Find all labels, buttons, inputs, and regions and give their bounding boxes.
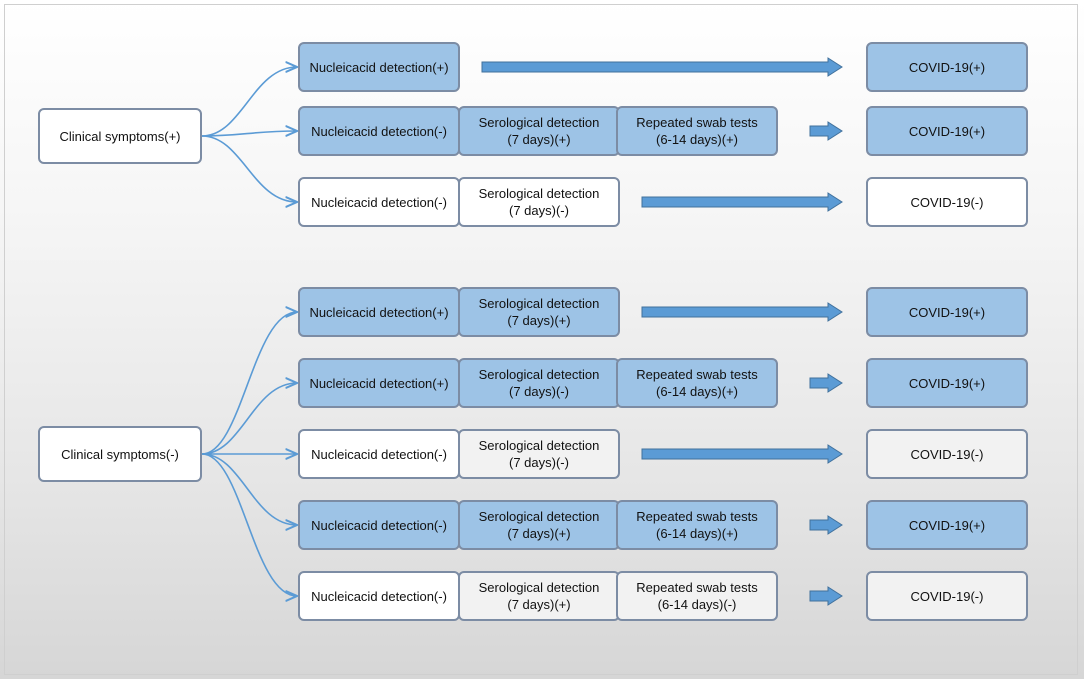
covid-outcome-box: COVID-19(+): [866, 42, 1028, 92]
repeated-swab-tests-box-line2: (6-14 days)(-): [657, 597, 737, 612]
nucleicacid-detection-box: Nucleicacid detection(-): [298, 571, 460, 621]
nucleicacid-detection-box-label: Nucleicacid detection(-): [311, 588, 447, 604]
repeated-swab-tests-box: Repeated swab tests (6-14 days)(+): [616, 358, 778, 408]
covid-outcome-box: COVID-19(-): [866, 571, 1028, 621]
result-arrow: [809, 373, 843, 393]
repeated-swab-tests-box-line2: (6-14 days)(+): [656, 132, 738, 147]
nucleicacid-detection-box: Nucleicacid detection(-): [298, 500, 460, 550]
covid-outcome-box-label: COVID-19(-): [910, 194, 984, 210]
covid-outcome-box-label: COVID-19(-): [910, 588, 984, 604]
repeated-swab-tests-box-line1: Repeated swab tests: [636, 367, 758, 382]
serological-detection-box-line1: Serological detection: [478, 438, 600, 453]
serological-detection-box: Serological detection (7 days)(-): [458, 358, 620, 408]
result-arrow: [641, 192, 843, 212]
serological-detection-box: Serological detection (7 days)(+): [458, 287, 620, 337]
serological-detection-box-line2: (7 days)(+): [507, 526, 571, 541]
serological-detection-box-line1: Serological detection: [478, 580, 600, 595]
serological-detection-box-line2: (7 days)(-): [509, 455, 569, 470]
serological-detection-box-line2: (7 days)(-): [509, 384, 569, 399]
nucleicacid-detection-box: Nucleicacid detection(-): [298, 106, 460, 156]
repeated-swab-tests-box-line2: (6-14 days)(+): [656, 526, 738, 541]
repeated-swab-tests-box-line2: (6-14 days)(+): [656, 384, 738, 399]
serological-detection-box: Serological detection (7 days)(-): [458, 177, 620, 227]
serological-detection-box-line2: (7 days)(-): [509, 203, 569, 218]
serological-detection-box-line1: Serological detection: [478, 296, 600, 311]
covid-outcome-box: COVID-19(+): [866, 358, 1028, 408]
covid-outcome-box: COVID-19(+): [866, 106, 1028, 156]
repeated-swab-tests-box-line1: Repeated swab tests: [636, 509, 758, 524]
branch-connector: [201, 312, 297, 455]
clinical-symptoms-box-label: Clinical symptoms(-): [61, 446, 179, 462]
nucleicacid-detection-box-label: Nucleicacid detection(-): [311, 194, 447, 210]
covid-outcome-box-label: COVID-19(+): [908, 123, 986, 139]
covid-outcome-box-label: COVID-19(-): [910, 446, 984, 462]
serological-detection-box-line2: (7 days)(+): [507, 597, 571, 612]
covid-outcome-box-label: COVID-19(+): [908, 375, 986, 391]
branch-connector: [201, 453, 297, 596]
covid-outcome-box-label: COVID-19(+): [908, 304, 986, 320]
clinical-symptoms-box: Clinical symptoms(-): [38, 426, 202, 482]
covid-outcome-box: COVID-19(+): [866, 287, 1028, 337]
repeated-swab-tests-box: Repeated swab tests (6-14 days)(+): [616, 106, 778, 156]
serological-detection-box-line1: Serological detection: [478, 509, 600, 524]
result-arrow: [481, 57, 843, 77]
covid-outcome-box: COVID-19(+): [866, 500, 1028, 550]
serological-detection-box: Serological detection (7 days)(-): [458, 429, 620, 479]
repeated-swab-tests-box: Repeated swab tests (6-14 days)(-): [616, 571, 778, 621]
nucleicacid-detection-box-label: Nucleicacid detection(+): [309, 304, 449, 320]
nucleicacid-detection-box: Nucleicacid detection(+): [298, 358, 460, 408]
branch-connector: [201, 131, 297, 136]
covid-outcome-box: COVID-19(-): [866, 177, 1028, 227]
result-arrow: [641, 302, 843, 322]
repeated-swab-tests-box-line1: Repeated swab tests: [636, 580, 758, 595]
branch-connector: [201, 453, 297, 525]
result-arrow: [641, 444, 843, 464]
repeated-swab-tests-box-line1: Repeated swab tests: [636, 115, 758, 130]
serological-detection-box-line2: (7 days)(+): [507, 313, 571, 328]
nucleicacid-detection-box-label: Nucleicacid detection(-): [311, 446, 447, 462]
nucleicacid-detection-box: Nucleicacid detection(-): [298, 177, 460, 227]
branch-connector: [201, 67, 297, 137]
clinical-symptoms-box: Clinical symptoms(+): [38, 108, 202, 164]
result-arrow: [809, 586, 843, 606]
nucleicacid-detection-box-label: Nucleicacid detection(+): [309, 375, 449, 391]
clinical-symptoms-box-label: Clinical symptoms(+): [59, 128, 181, 144]
serological-detection-box-line1: Serological detection: [478, 367, 600, 382]
serological-detection-box-line1: Serological detection: [478, 186, 600, 201]
serological-detection-box: Serological detection (7 days)(+): [458, 500, 620, 550]
serological-detection-box: Serological detection (7 days)(+): [458, 106, 620, 156]
serological-detection-box-line1: Serological detection: [478, 115, 600, 130]
nucleicacid-detection-box-label: Nucleicacid detection(-): [311, 517, 447, 533]
covid-outcome-box: COVID-19(-): [866, 429, 1028, 479]
result-arrow: [809, 515, 843, 535]
serological-detection-box-line2: (7 days)(+): [507, 132, 571, 147]
covid-outcome-box-label: COVID-19(+): [908, 517, 986, 533]
page-border: [4, 4, 1078, 675]
branch-connector: [201, 383, 297, 455]
nucleicacid-detection-box-label: Nucleicacid detection(-): [311, 123, 447, 139]
nucleicacid-detection-box: Nucleicacid detection(-): [298, 429, 460, 479]
nucleicacid-detection-box: Nucleicacid detection(+): [298, 42, 460, 92]
result-arrow: [809, 121, 843, 141]
serological-detection-box: Serological detection (7 days)(+): [458, 571, 620, 621]
repeated-swab-tests-box: Repeated swab tests (6-14 days)(+): [616, 500, 778, 550]
covid-outcome-box-label: COVID-19(+): [908, 59, 986, 75]
nucleicacid-detection-box: Nucleicacid detection(+): [298, 287, 460, 337]
branch-connector: [201, 135, 297, 202]
nucleicacid-detection-box-label: Nucleicacid detection(+): [309, 59, 449, 75]
